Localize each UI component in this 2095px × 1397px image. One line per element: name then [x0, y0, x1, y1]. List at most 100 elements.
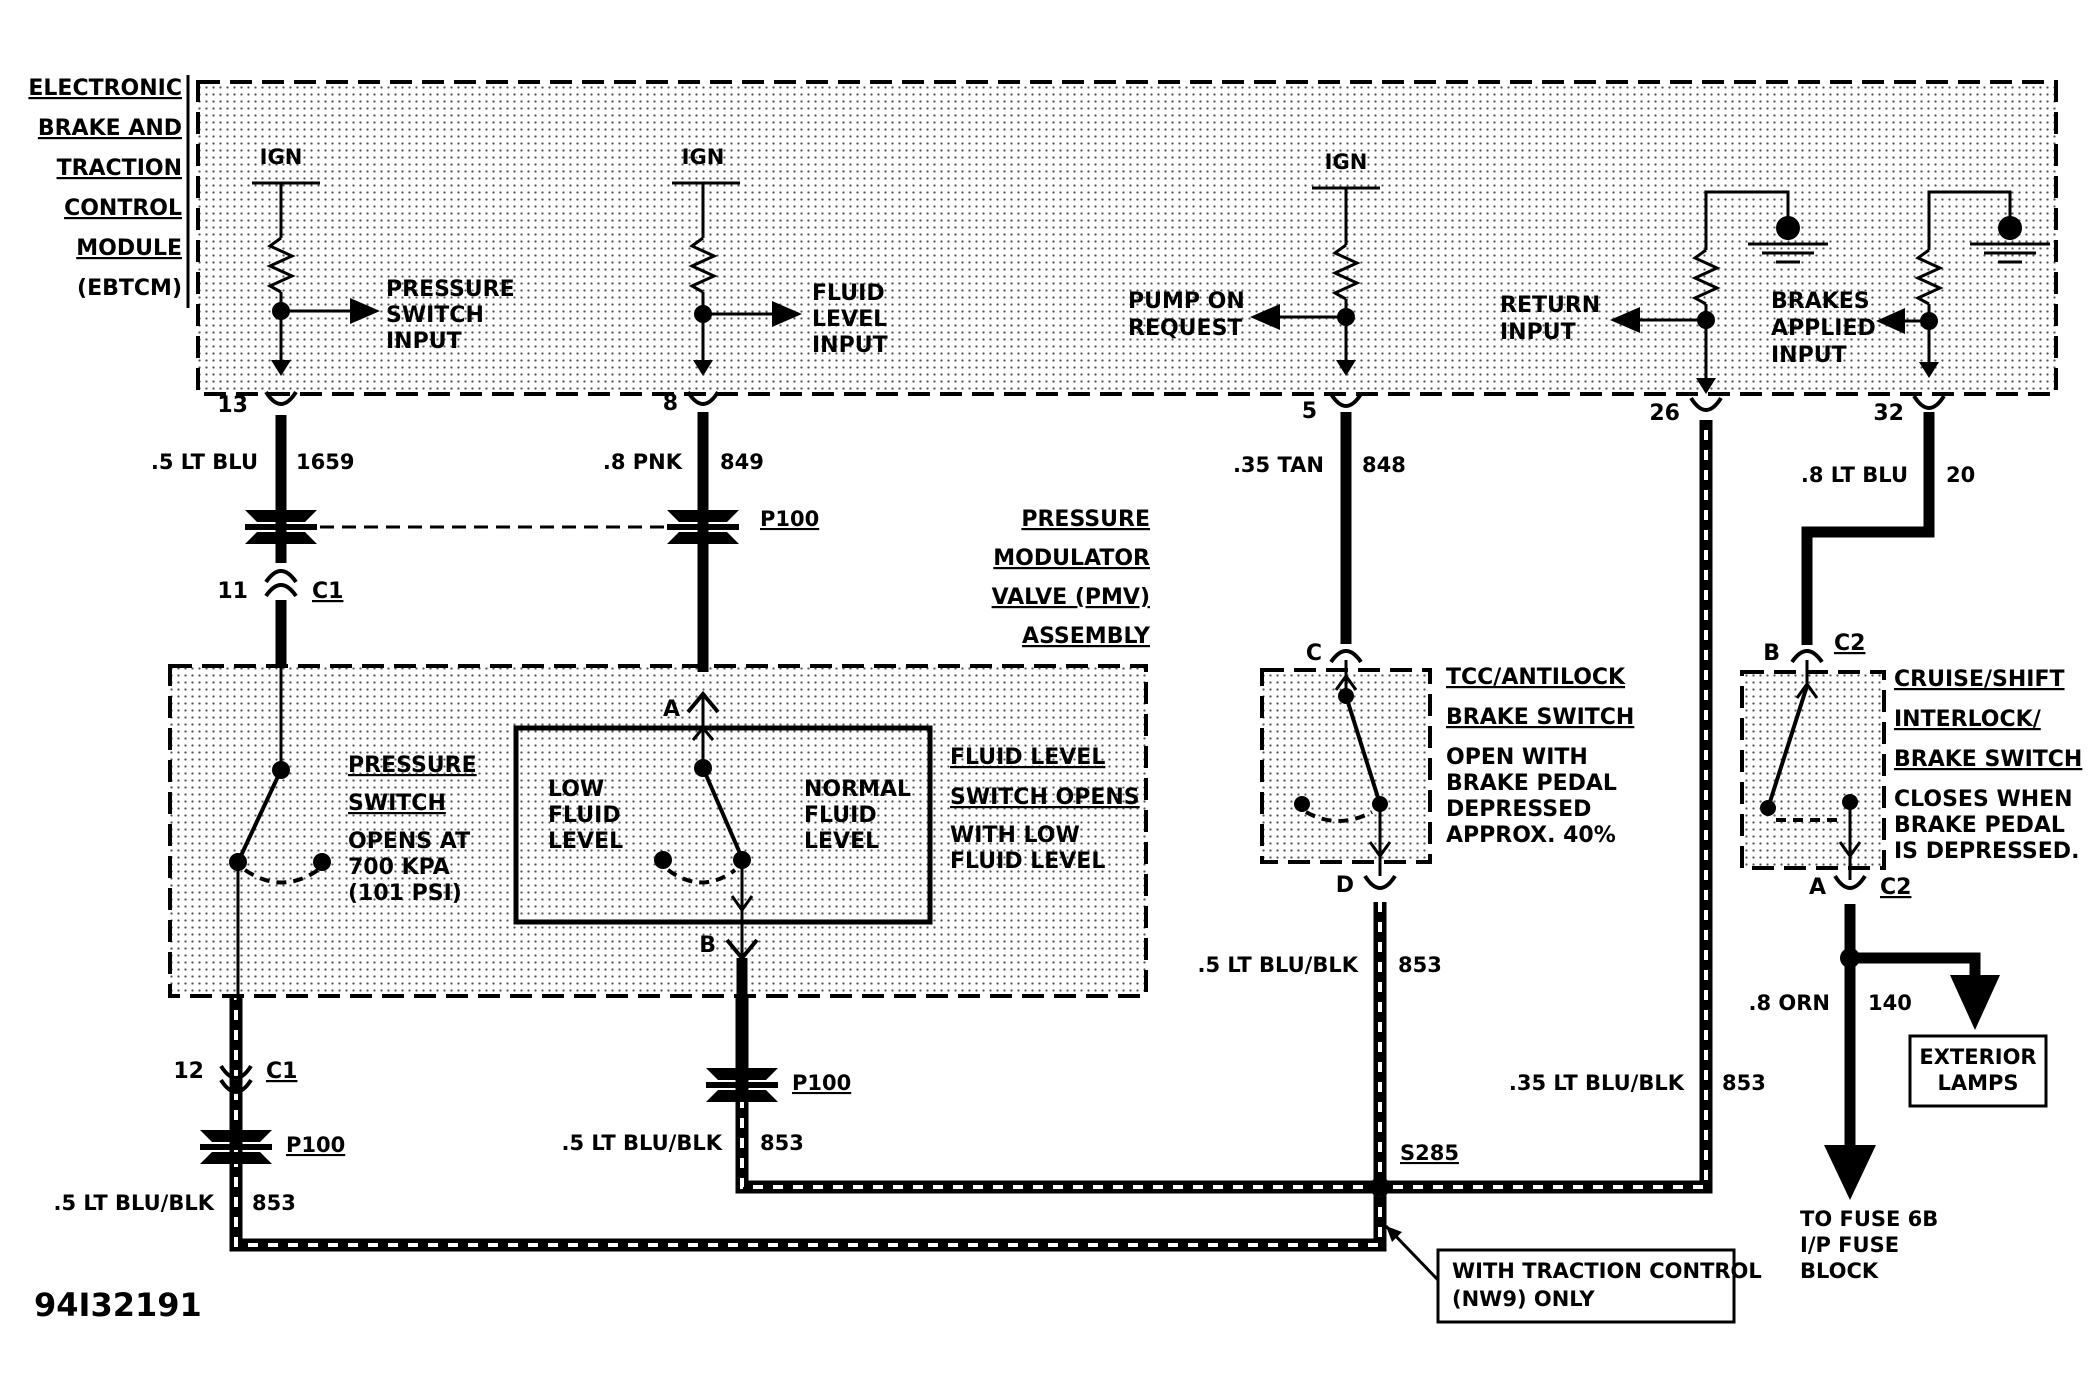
fluid-level-switch-label-2: SWITCH OPENS	[950, 785, 1140, 810]
brakes-applied-line-1: BRAKES	[1771, 289, 1870, 314]
c1-pin-11: 11	[217, 579, 248, 604]
p100-2-bottom	[667, 532, 739, 544]
normal-fluid-line-2: FLUID	[804, 803, 877, 828]
pin-c-label: C	[1306, 641, 1322, 666]
pin-13-cup	[264, 390, 298, 406]
arrow-left-icon	[1610, 307, 1640, 333]
wire-1659-circuit: 1659	[296, 450, 354, 474]
wire-849-circuit: 849	[720, 450, 764, 474]
pin-c-cup	[1329, 649, 1363, 664]
pin-5-label: 5	[1302, 399, 1317, 424]
arrow-right-icon	[772, 301, 802, 327]
pressure-switch-note-2: 700 KPA	[348, 855, 450, 880]
pin-5-cup	[1329, 392, 1363, 408]
resistor-4	[1691, 248, 1721, 306]
cruise-pin-b-label: B	[1763, 641, 1780, 666]
lamps-arrow-down-icon	[1950, 975, 2000, 1030]
ebtcm-brakes-applied-circuit: BRAKES APPLIED INPUT	[1771, 190, 2050, 378]
pin-arrow-icon	[271, 360, 291, 376]
pmv-label-line-4: ASSEMBLY	[1022, 624, 1151, 649]
wire-853-l-gauge: .5 LT BLU/BLK	[54, 1191, 215, 1215]
pmv-label-line-2: MODULATOR	[993, 546, 1150, 571]
pin-13-label: 13	[217, 393, 248, 418]
p100-2-mid	[667, 524, 739, 530]
cruise-contact-a	[1760, 800, 1776, 816]
c1-12-top	[219, 1064, 253, 1080]
ebtcm-fluid-input-circuit: IGN FLUID LEVEL INPUT	[672, 145, 888, 376]
cruise-arrow-up	[1795, 681, 1819, 699]
fluid-switch-arrow-up	[691, 725, 715, 741]
cruise-label-2: INTERLOCK/	[1894, 707, 2042, 732]
pressure-switch: PRESSURE SWITCH OPENS AT 700 KPA (101 PS…	[229, 664, 477, 1000]
pressure-switch-input-line-3: INPUT	[386, 329, 462, 354]
tcc-blade	[1344, 695, 1382, 805]
traction-note-line-2: (NW9) ONLY	[1452, 1287, 1595, 1311]
ign-label-3: IGN	[1325, 150, 1368, 174]
p100-connector-2: P100	[667, 507, 819, 544]
pump-on-request-line-2: REQUEST	[1128, 316, 1242, 341]
p100-1-mid	[245, 524, 317, 530]
p100-4-top	[200, 1130, 272, 1142]
ground-node-4	[1776, 216, 1800, 240]
figure-id: 94I32191	[34, 1286, 202, 1324]
wire-853-b	[740, 420, 1708, 1189]
ebtcm-label-line-2: BRAKE AND	[38, 116, 182, 141]
wire-140-gauge: .8 ORN	[1749, 991, 1831, 1015]
splice-s285	[1370, 1177, 1390, 1197]
cruise-pin-a-label: A	[1809, 875, 1826, 900]
pressure-switch-arc	[243, 868, 320, 885]
wire-853-d-gauge: .5 LT BLU/BLK	[1198, 953, 1359, 977]
cruise-switch-box	[1740, 670, 1886, 870]
ebtcm-return-input-circuit: RETURN INPUT	[1500, 190, 1828, 394]
cruise-label-3: BRAKE SWITCH	[1894, 747, 2082, 772]
cruise-note-2: BRAKE PEDAL	[1894, 813, 2065, 838]
tcc-arrow-up	[1334, 673, 1358, 691]
cruise-note-1: CLOSES WHEN	[1894, 787, 2073, 812]
p100-4-bottom	[200, 1152, 272, 1164]
exterior-lamps-box	[1908, 1034, 2048, 1108]
fluid-level-switch: A B LOW FLUID LEVEL NORMAL FLUID LEVEL F…	[548, 690, 1140, 1068]
pin-arrow-icon	[693, 360, 713, 376]
tcc-note-4: APPROX. 40%	[1446, 823, 1616, 848]
pressure-switch-label-2: SWITCH	[348, 791, 446, 816]
pmv-label-line-1: PRESSURE	[1021, 507, 1150, 532]
pressure-switch-blade	[236, 769, 283, 863]
pressure-switch-contact-b	[313, 853, 331, 871]
cruise-shift-interlock-switch: B C2 A C2 CRUISE/SHIFT INTERLOCK/ BRAKE …	[1760, 631, 2082, 900]
pin-8-cup	[686, 390, 720, 406]
wire-20-circuit: 20	[1946, 463, 1975, 487]
cruise-arrow-down	[1838, 841, 1862, 859]
fluid-level-switch-label-1: FLUID LEVEL	[950, 745, 1105, 770]
fluid-level-note-2: FLUID LEVEL	[950, 849, 1105, 874]
p100-label-3: P100	[792, 1071, 851, 1095]
low-fluid-line-1: LOW	[548, 777, 604, 802]
fluid-switch-contact-low	[654, 851, 672, 869]
pressure-switch-input-line-1: PRESSURE	[386, 277, 515, 302]
pullup-resistor-3	[1331, 243, 1361, 301]
ebtcm-label-line-1: ELECTRONIC	[28, 76, 182, 101]
ebtcm-pressure-input-circuit: IGN PRESSURE SWITCH INPUT	[252, 145, 515, 376]
wire-853-r-circuit: 853	[1722, 1071, 1766, 1095]
splice-140	[1840, 948, 1860, 968]
p100-3-bottom	[706, 1090, 778, 1102]
exterior-lamps-line-2: LAMPS	[1937, 1071, 2018, 1095]
ebtcm-label: ELECTRONIC BRAKE AND TRACTION CONTROL MO…	[28, 76, 182, 301]
cruise-label-1: CRUISE/SHIFT	[1894, 667, 2065, 692]
ebtcm-module-box	[196, 80, 2058, 396]
wire-853-b-circuit: 853	[760, 1131, 804, 1155]
fuse-note-line-2: I/P FUSE	[1800, 1233, 1899, 1257]
p100-connector-4: P100	[200, 1130, 345, 1164]
tcc-contact-b	[1294, 796, 1310, 812]
wire-853-b-gauge: .5 LT BLU/BLK	[562, 1131, 723, 1155]
pump-on-request-line-1: PUMP ON	[1128, 289, 1245, 314]
fluid-switch-arrow-down	[730, 895, 754, 913]
p100-4-mid	[200, 1144, 272, 1150]
wire-853-l-circuit: 853	[252, 1191, 296, 1215]
wire-20-gauge: .8 LT BLU	[1801, 463, 1908, 487]
p100-3-mid	[706, 1082, 778, 1088]
arrow-right-icon	[350, 298, 380, 324]
p100-connector-3: P100	[706, 1068, 851, 1102]
c1-connectors: 11 C1 12 C1	[173, 569, 343, 1094]
fluid-level-note-1: WITH LOW	[950, 823, 1080, 848]
pin-arrow-icon	[1336, 360, 1356, 376]
